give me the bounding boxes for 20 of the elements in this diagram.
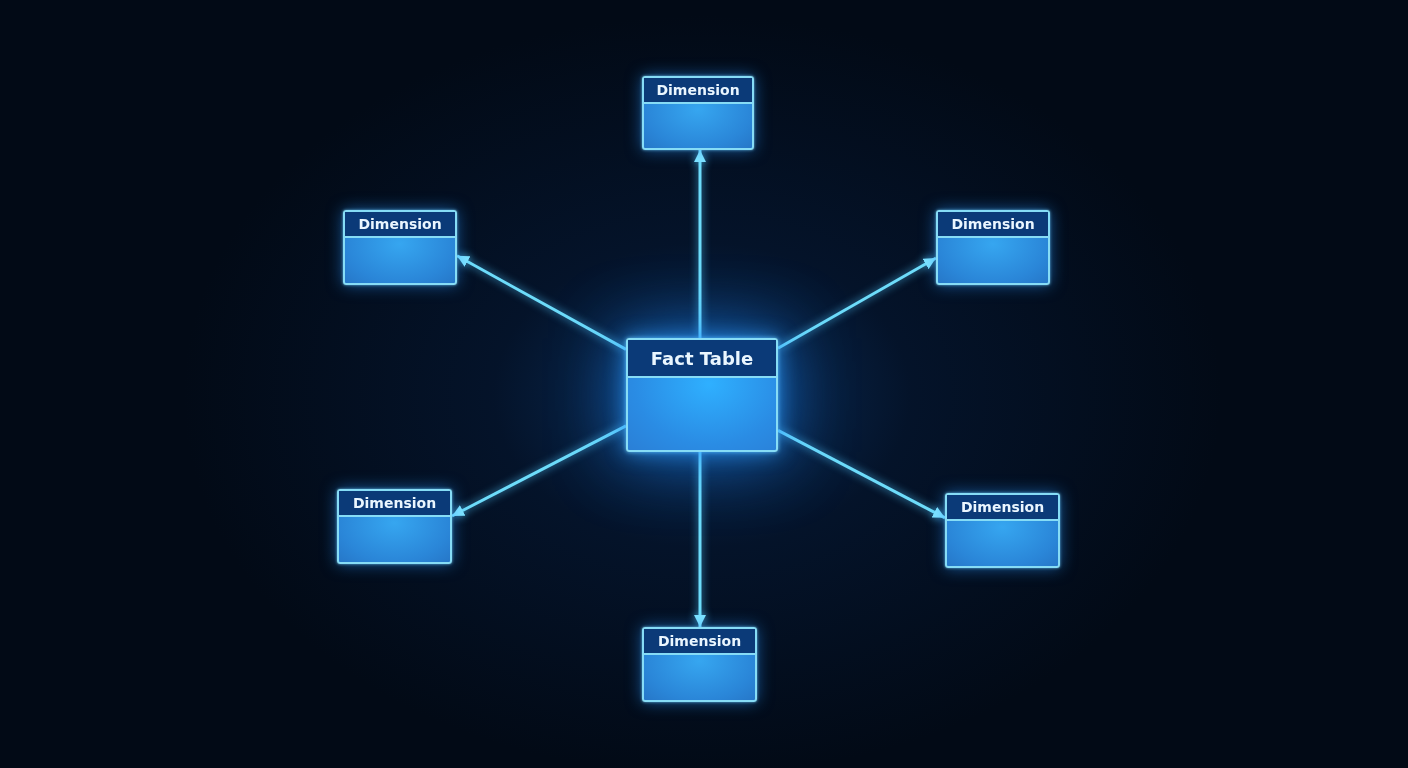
table-box: [642, 76, 754, 150]
table-box: [343, 210, 457, 285]
table-name: Dimension: [345, 212, 455, 238]
table-box: [626, 338, 778, 452]
arrow: [777, 428, 946, 520]
arrow: [451, 424, 627, 518]
arrow: [777, 256, 937, 350]
arrow: [694, 452, 706, 627]
table-name: Dimension: [938, 212, 1048, 238]
arrow: [456, 254, 627, 351]
table-box: [945, 493, 1060, 568]
table-name: Dimension: [339, 491, 450, 517]
table-box: [642, 627, 757, 702]
table-name: Fact Table: [628, 340, 776, 378]
table-name: Dimension: [644, 629, 755, 655]
table-name: Dimension: [947, 495, 1058, 521]
arrow: [694, 150, 706, 338]
table-box: [936, 210, 1050, 285]
table-box: [337, 489, 452, 564]
table-name: Dimension: [644, 78, 752, 104]
